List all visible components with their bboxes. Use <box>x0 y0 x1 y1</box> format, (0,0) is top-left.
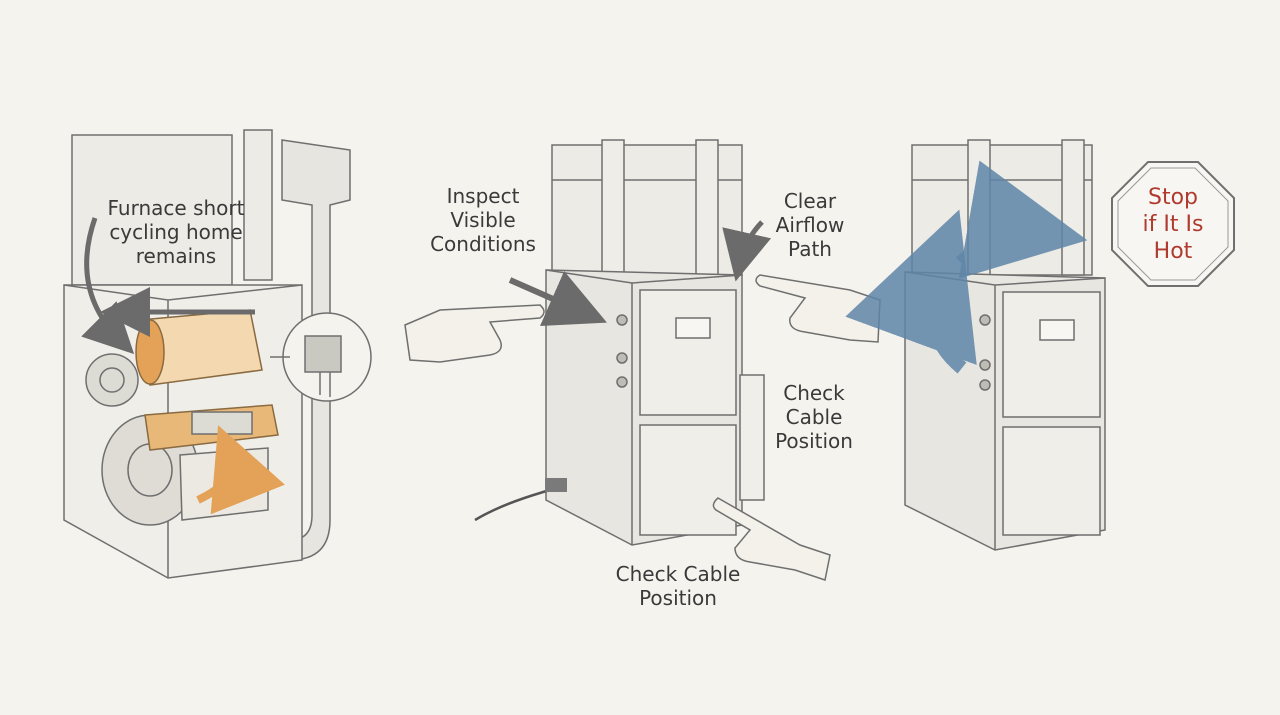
hand-pointer-icon <box>712 497 831 581</box>
label-stop-if-hot: Stop if It Is Hot <box>1142 185 1204 264</box>
power-plug-icon <box>545 478 567 492</box>
power-cable-icon <box>474 483 566 522</box>
hand-pointer-icon <box>755 274 881 343</box>
heat-arrow-icon <box>196 425 285 515</box>
airflow-arrow-icon <box>722 220 772 282</box>
label-check-cable-position-right: Check Cable Position <box>775 381 853 453</box>
label-clear-airflow-path: Clear Airflow Path <box>775 189 845 261</box>
label-inspect-visible-conditions: Inspect Visible Conditions <box>430 184 536 256</box>
label-check-cable-position-bottom: Check Cable Position <box>615 562 741 610</box>
magnified-switch-inset <box>270 312 372 402</box>
hand-pointer-icon <box>404 304 545 363</box>
inspect-arrow-icon <box>508 271 607 326</box>
hot-air-arrow-icon <box>845 209 977 374</box>
label-furnace-short-cycling: Furnace short cycling home remains <box>107 196 245 268</box>
closed-furnace-illustration <box>545 139 765 546</box>
hot-air-arrow-icon <box>955 160 1088 279</box>
stop-sign-icon <box>1111 161 1235 287</box>
